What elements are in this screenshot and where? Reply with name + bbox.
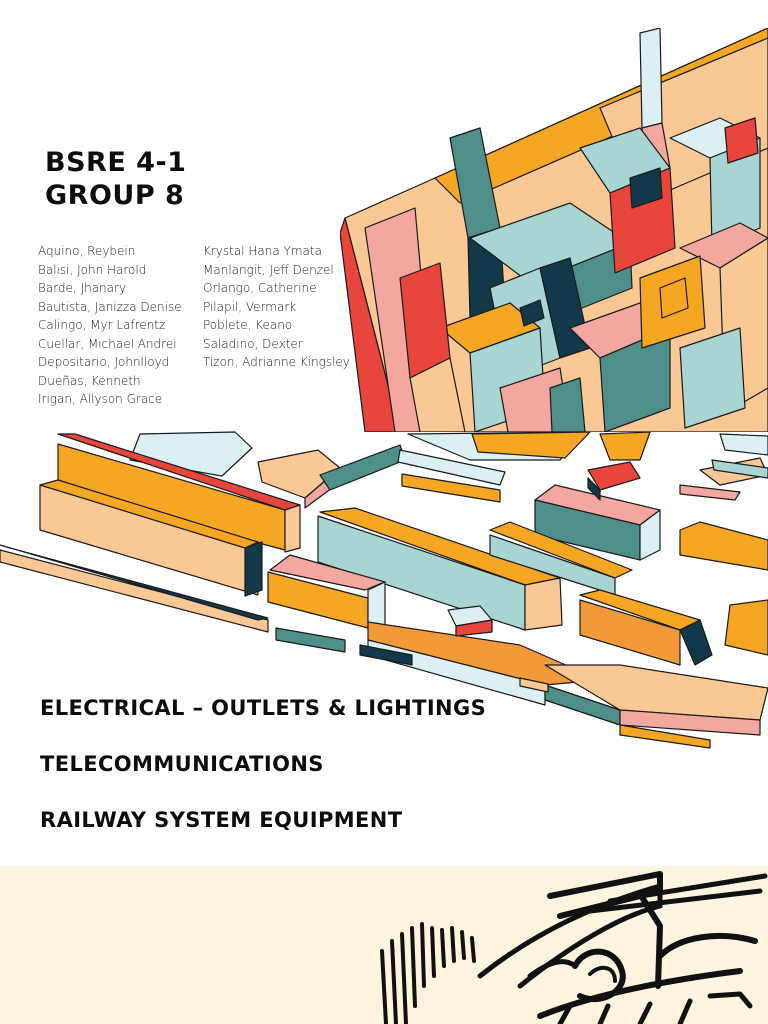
member-name: Poblete, Keano [203, 318, 293, 332]
member-name: Orlango, Catherine [203, 281, 317, 295]
member-name: Saladino, Dexter [203, 336, 303, 351]
member-name: Krystal Hana Ymata [203, 244, 322, 258]
topic-heading-railway: RAILWAY SYSTEM EQUIPMENT [40, 808, 403, 832]
member-name: Cuellar, Michael Andrei [38, 336, 177, 351]
member-name: Calingo, Myr Lafrentz [38, 318, 166, 332]
member-list-column-2: Krystal Hana Ymata Manlangit, Jeff Denze… [203, 242, 350, 372]
member-name: Barde, Jhanary [38, 281, 127, 295]
member-name: Pilapil, Vermark [203, 299, 297, 314]
member-name: Aquino, Reybein [38, 244, 136, 258]
title-line-1: BSRE 4-1 [45, 147, 187, 178]
hand-sketch-illustration [380, 871, 768, 1024]
topic-heading-electrical: ELECTRICAL – OUTLETS & LIGHTINGS [40, 696, 487, 720]
bottom-band [0, 866, 768, 1024]
member-name: Manlangit, Jeff Denzel [203, 262, 334, 277]
member-name: Bautista, Janizza Denise [38, 299, 182, 314]
title-line-2: GROUP 8 [45, 180, 185, 211]
member-name: Irigan, Allyson Grace [38, 392, 163, 406]
topic-heading-telecommunications: TELECOMMUNICATIONS [40, 752, 324, 776]
member-list-column-1: Aquino, Reybein Balisi, John Harold Bard… [38, 242, 182, 409]
member-name: Depositario, Johnlloyd [38, 355, 170, 369]
topic-list: ELECTRICAL – OUTLETS & LIGHTINGS TELECOM… [40, 694, 486, 862]
member-name: Tizon, Adrianne Kingsley [203, 355, 350, 369]
isometric-city-illustration [340, 28, 768, 432]
page-title: BSRE 4-1 GROUP 8 [45, 146, 186, 212]
member-name: Dueñas, Kenneth [38, 373, 141, 388]
isometric-blocks-illustration [0, 431, 768, 749]
member-name: Balisi, John Harold [38, 262, 147, 277]
